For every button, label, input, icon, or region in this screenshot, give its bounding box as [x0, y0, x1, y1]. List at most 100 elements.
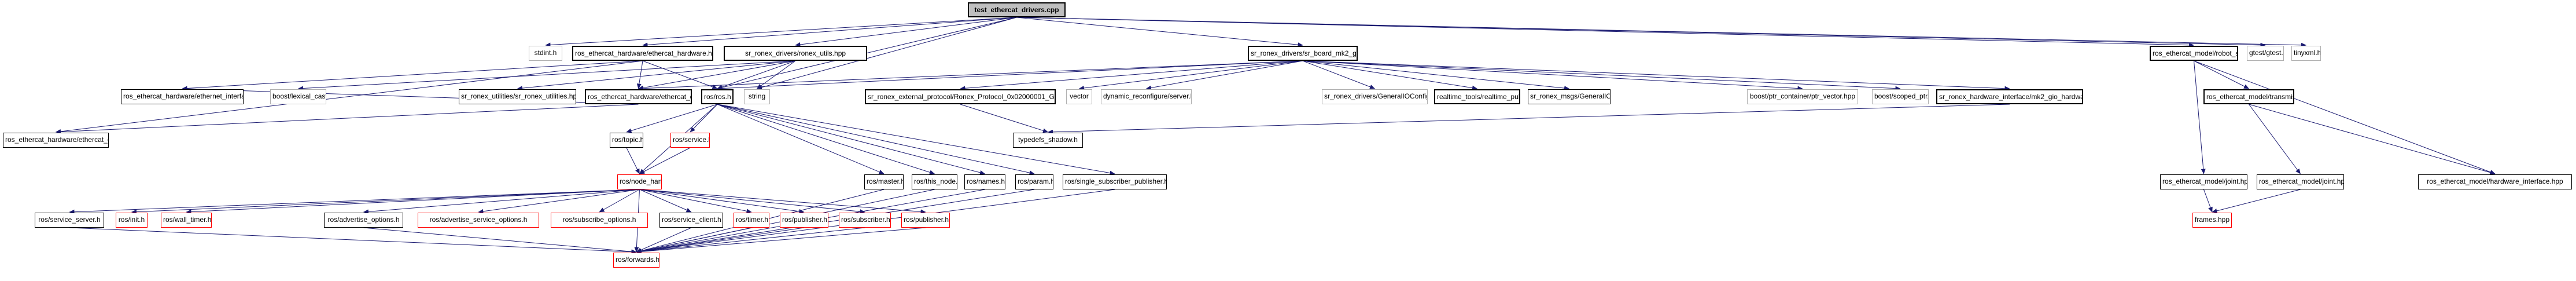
- include-edge-ros_h-to-master: [717, 104, 885, 174]
- graph-node-stdint: stdint.h: [529, 46, 562, 61]
- graph-node-lexical: boost/lexical_cast.hpp: [270, 89, 326, 104]
- graph-node-topic[interactable]: ros/topic.h: [610, 133, 643, 148]
- graph-node-dyn_server: dynamic_reconfigure/server.h: [1101, 89, 1192, 104]
- include-edge-ros_h-to-this_node: [717, 104, 935, 175]
- include-edge-node_handle-to-wall_timer: [186, 189, 640, 214]
- graph-node-vector: vector: [1066, 89, 1092, 104]
- include-edge-ronex_utils-to-lexical: [298, 60, 796, 91]
- include-edge-adv_opts-to-forwards: [363, 227, 637, 254]
- include-edge-service-to-node_handle: [639, 147, 691, 174]
- graph-node-string: string: [744, 89, 770, 104]
- include-edge-node_handle-to-publisher: [639, 189, 805, 214]
- include-edge-board_mk2-to-mk2_iface: [1302, 60, 2010, 91]
- graph-node-adv_srv_opts[interactable]: ros/advertise_service_options.h: [418, 213, 539, 228]
- include-edge-subscriber-to-forwards: [636, 227, 865, 254]
- include-edge-ronex_utils-to-ros_h: [717, 60, 796, 89]
- include-edge-joint_b-to-frames: [2212, 189, 2301, 213]
- graph-node-publisher[interactable]: ros/publisher.h: [780, 213, 828, 228]
- graph-node-board_mk2[interactable]: sr_ronex_drivers/sr_board_mk2_gio.hpp: [1248, 46, 1358, 61]
- graph-node-this_node[interactable]: ros/this_node.h: [912, 174, 957, 189]
- include-edge-node_handle-to-timer: [639, 189, 752, 214]
- include-edge-service_client-to-forwards: [636, 227, 692, 253]
- graph-node-node_handle[interactable]: ros/node_handle.h: [617, 174, 662, 189]
- include-edge-eth_hw-to-ethernet_info: [182, 60, 643, 91]
- include-edge-board_mk2-to-scoped_ptr: [1302, 60, 1901, 91]
- graph-node-gio_state[interactable]: sr_ronex_msgs/GeneralIOState.h: [1528, 89, 1611, 104]
- include-edge-mk2_iface-to-typedefs: [1048, 104, 2010, 134]
- graph-node-typedefs[interactable]: typedefs_shadow.h: [1013, 133, 1083, 148]
- include-edge-root-to-tinyxml: [1016, 17, 2306, 48]
- graph-node-gtest: gtest/gtest.h: [2247, 46, 2284, 61]
- graph-node-ros_h[interactable]: ros/ros.h: [701, 89, 734, 104]
- include-edge-root-to-eth_hw: [642, 17, 1017, 48]
- include-edge-eth_hw-to-ros_h: [642, 60, 718, 89]
- graph-node-scoped_ptr: boost/scoped_ptr.hpp: [1872, 89, 1929, 104]
- graph-node-protocol[interactable]: sr_ronex_external_protocol/Ronex_Protoco…: [865, 89, 1056, 104]
- graph-node-service_server[interactable]: ros/service_server.h: [35, 213, 104, 228]
- include-edge-root-to-board_mk2: [1016, 17, 1303, 48]
- include-edge-node_handle-to-publisher2: [639, 189, 926, 214]
- include-edge-board_mk2-to-protocol: [960, 60, 1303, 91]
- graph-node-publisher2[interactable]: ros/publisher.h: [901, 213, 950, 228]
- graph-node-joint_a[interactable]: ros_ethercat_model/joint.hpp: [2160, 174, 2247, 189]
- graph-node-timer[interactable]: ros/timer.h: [734, 213, 769, 228]
- graph-node-hw_iface[interactable]: ros_ethercat_model/hardware_interface.hp…: [2418, 174, 2572, 189]
- graph-node-sr_utils[interactable]: sr_ronex_utilities/sr_ronex_utilities.hp…: [459, 89, 576, 104]
- include-edge-board_mk2-to-vector: [1079, 60, 1303, 90]
- graph-node-realtime_pub[interactable]: realtime_tools/realtime_publisher.h: [1434, 89, 1520, 104]
- include-edge-root-to-stdint: [545, 17, 1017, 48]
- include-edge-board_mk2-to-dyn_server: [1146, 60, 1303, 90]
- graph-node-names[interactable]: ros/names.h: [964, 174, 1005, 189]
- graph-node-service_client[interactable]: ros/service_client.h: [659, 213, 723, 228]
- include-edge-eth_device-to-eth_com: [56, 104, 639, 134]
- include-edge-node_handle-to-service_server: [69, 189, 640, 214]
- graph-node-transmission[interactable]: ros_ethercat_model/transmission.hpp: [2203, 89, 2294, 104]
- graph-node-ethernet_info[interactable]: ros_ethercat_hardware/ethernet_interface…: [121, 89, 244, 104]
- include-edge-board_mk2-to-gio_config: [1302, 60, 1375, 89]
- graph-node-param[interactable]: ros/param.h: [1015, 174, 1053, 189]
- graph-node-wall_timer[interactable]: ros/wall_timer.h: [161, 213, 212, 228]
- include-edge-node_handle-to-subscriber: [639, 189, 865, 214]
- graph-node-sss_pub[interactable]: ros/single_subscriber_publisher.h: [1063, 174, 1167, 189]
- graph-node-eth_hw[interactable]: ros_ethercat_hardware/ethercat_hardware.…: [572, 46, 713, 61]
- graph-node-sub_opts[interactable]: ros/subscribe_options.h: [551, 213, 648, 228]
- graph-node-ronex_utils[interactable]: sr_ronex_drivers/ronex_utils.hpp: [724, 46, 867, 61]
- include-edge-board_mk2-to-gio_state: [1302, 60, 1569, 91]
- graph-node-joint_b[interactable]: ros_ethercat_model/joint.hpp: [2257, 174, 2344, 189]
- include-edge-robot_state-to-transmission: [2194, 60, 2249, 89]
- include-edge-ros_h-to-sss_pub: [717, 104, 1115, 176]
- include-edge-eth_hw-to-eth_device: [636, 60, 643, 89]
- include-edge-service_server-to-forwards: [69, 227, 637, 254]
- graph-node-service[interactable]: ros/service.h: [670, 133, 710, 148]
- include-edge-ros_h-to-param: [717, 104, 1035, 176]
- include-edge-ronex_utils-to-sr_utils: [517, 60, 796, 91]
- graph-node-tinyxml: tinyxml.h: [2291, 46, 2321, 61]
- include-edge-eth_hw-to-eth_com: [56, 60, 643, 134]
- include-edge-publisher2-to-forwards: [636, 227, 926, 254]
- include-edge-robot_state-to-hw_iface: [2194, 60, 2496, 174]
- graph-node-eth_com[interactable]: ros_ethercat_hardware/ethercat_com.h: [3, 133, 109, 148]
- graph-node-eth_device[interactable]: ros_ethercat_hardware/ethercat_device.h: [585, 89, 692, 104]
- graph-node-mk2_iface[interactable]: sr_ronex_hardware_interface/mk2_gio_hard…: [1936, 89, 2083, 104]
- include-edge-ros_h-to-names: [717, 104, 985, 175]
- graph-node-robot_state[interactable]: ros_ethercat_model/robot_state.hpp: [2150, 46, 2238, 61]
- graph-node-subscriber[interactable]: ros/subscriber.h: [839, 213, 891, 228]
- include-edge-node_handle-to-adv_opts: [363, 189, 640, 214]
- graph-node-master[interactable]: ros/master.h: [864, 174, 904, 189]
- graph-node-root: test_ethercat_drivers.cpp: [968, 2, 1066, 17]
- include-edge-ronex_utils-to-eth_device: [638, 60, 796, 90]
- include-edge-ronex_utils-to-string: [757, 60, 796, 89]
- include-edge-board_mk2-to-ptr_vector: [1302, 60, 1803, 91]
- include-edge-joint_a-to-frames: [2203, 189, 2213, 213]
- graph-node-forwards[interactable]: ros/forwards.h: [613, 253, 659, 268]
- graph-node-init[interactable]: ros/init.h: [116, 213, 148, 228]
- include-edge-publisher-to-forwards: [636, 227, 805, 254]
- include-edge-transmission-to-joint_b: [2249, 104, 2301, 174]
- graph-node-adv_opts[interactable]: ros/advertise_options.h: [324, 213, 403, 228]
- graph-node-frames[interactable]: frames.hpp: [2192, 213, 2232, 228]
- graph-node-gio_config: sr_ronex_drivers/GeneralIOConfig.h: [1322, 89, 1428, 104]
- include-edge-root-to-string: [757, 17, 1017, 90]
- include-edge-protocol-to-typedefs: [960, 104, 1048, 133]
